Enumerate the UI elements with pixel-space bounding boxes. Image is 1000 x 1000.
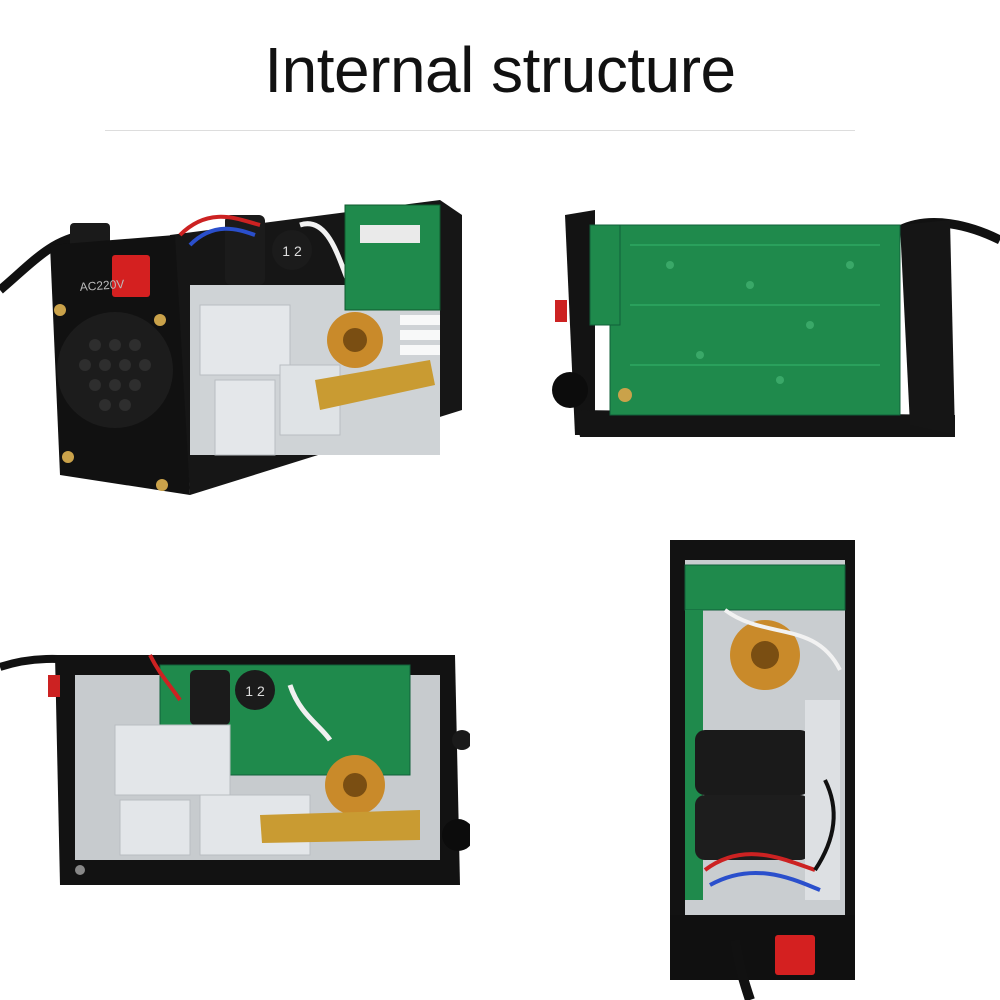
- page-title: Internal structure: [264, 34, 736, 106]
- knob-icon: [552, 372, 588, 408]
- title-divider: [105, 130, 855, 131]
- photo-vertical-view: [665, 540, 860, 1000]
- photo-front-left-view: 1 2 AC220V: [0, 195, 470, 510]
- svg-text:1 2: 1 2: [245, 683, 265, 699]
- power-cable-icon: [730, 939, 755, 1000]
- fan-grille-icon: [57, 312, 173, 428]
- svg-text:AC220V: AC220V: [79, 277, 125, 294]
- photo-right-pcb-view: [550, 205, 1000, 440]
- svg-text:1 2: 1 2: [282, 243, 302, 259]
- photo-lower-left-view: 1 2: [0, 645, 470, 890]
- power-switch-icon: [112, 255, 150, 297]
- power-switch-icon: [775, 935, 815, 975]
- knob-icon: [442, 819, 470, 851]
